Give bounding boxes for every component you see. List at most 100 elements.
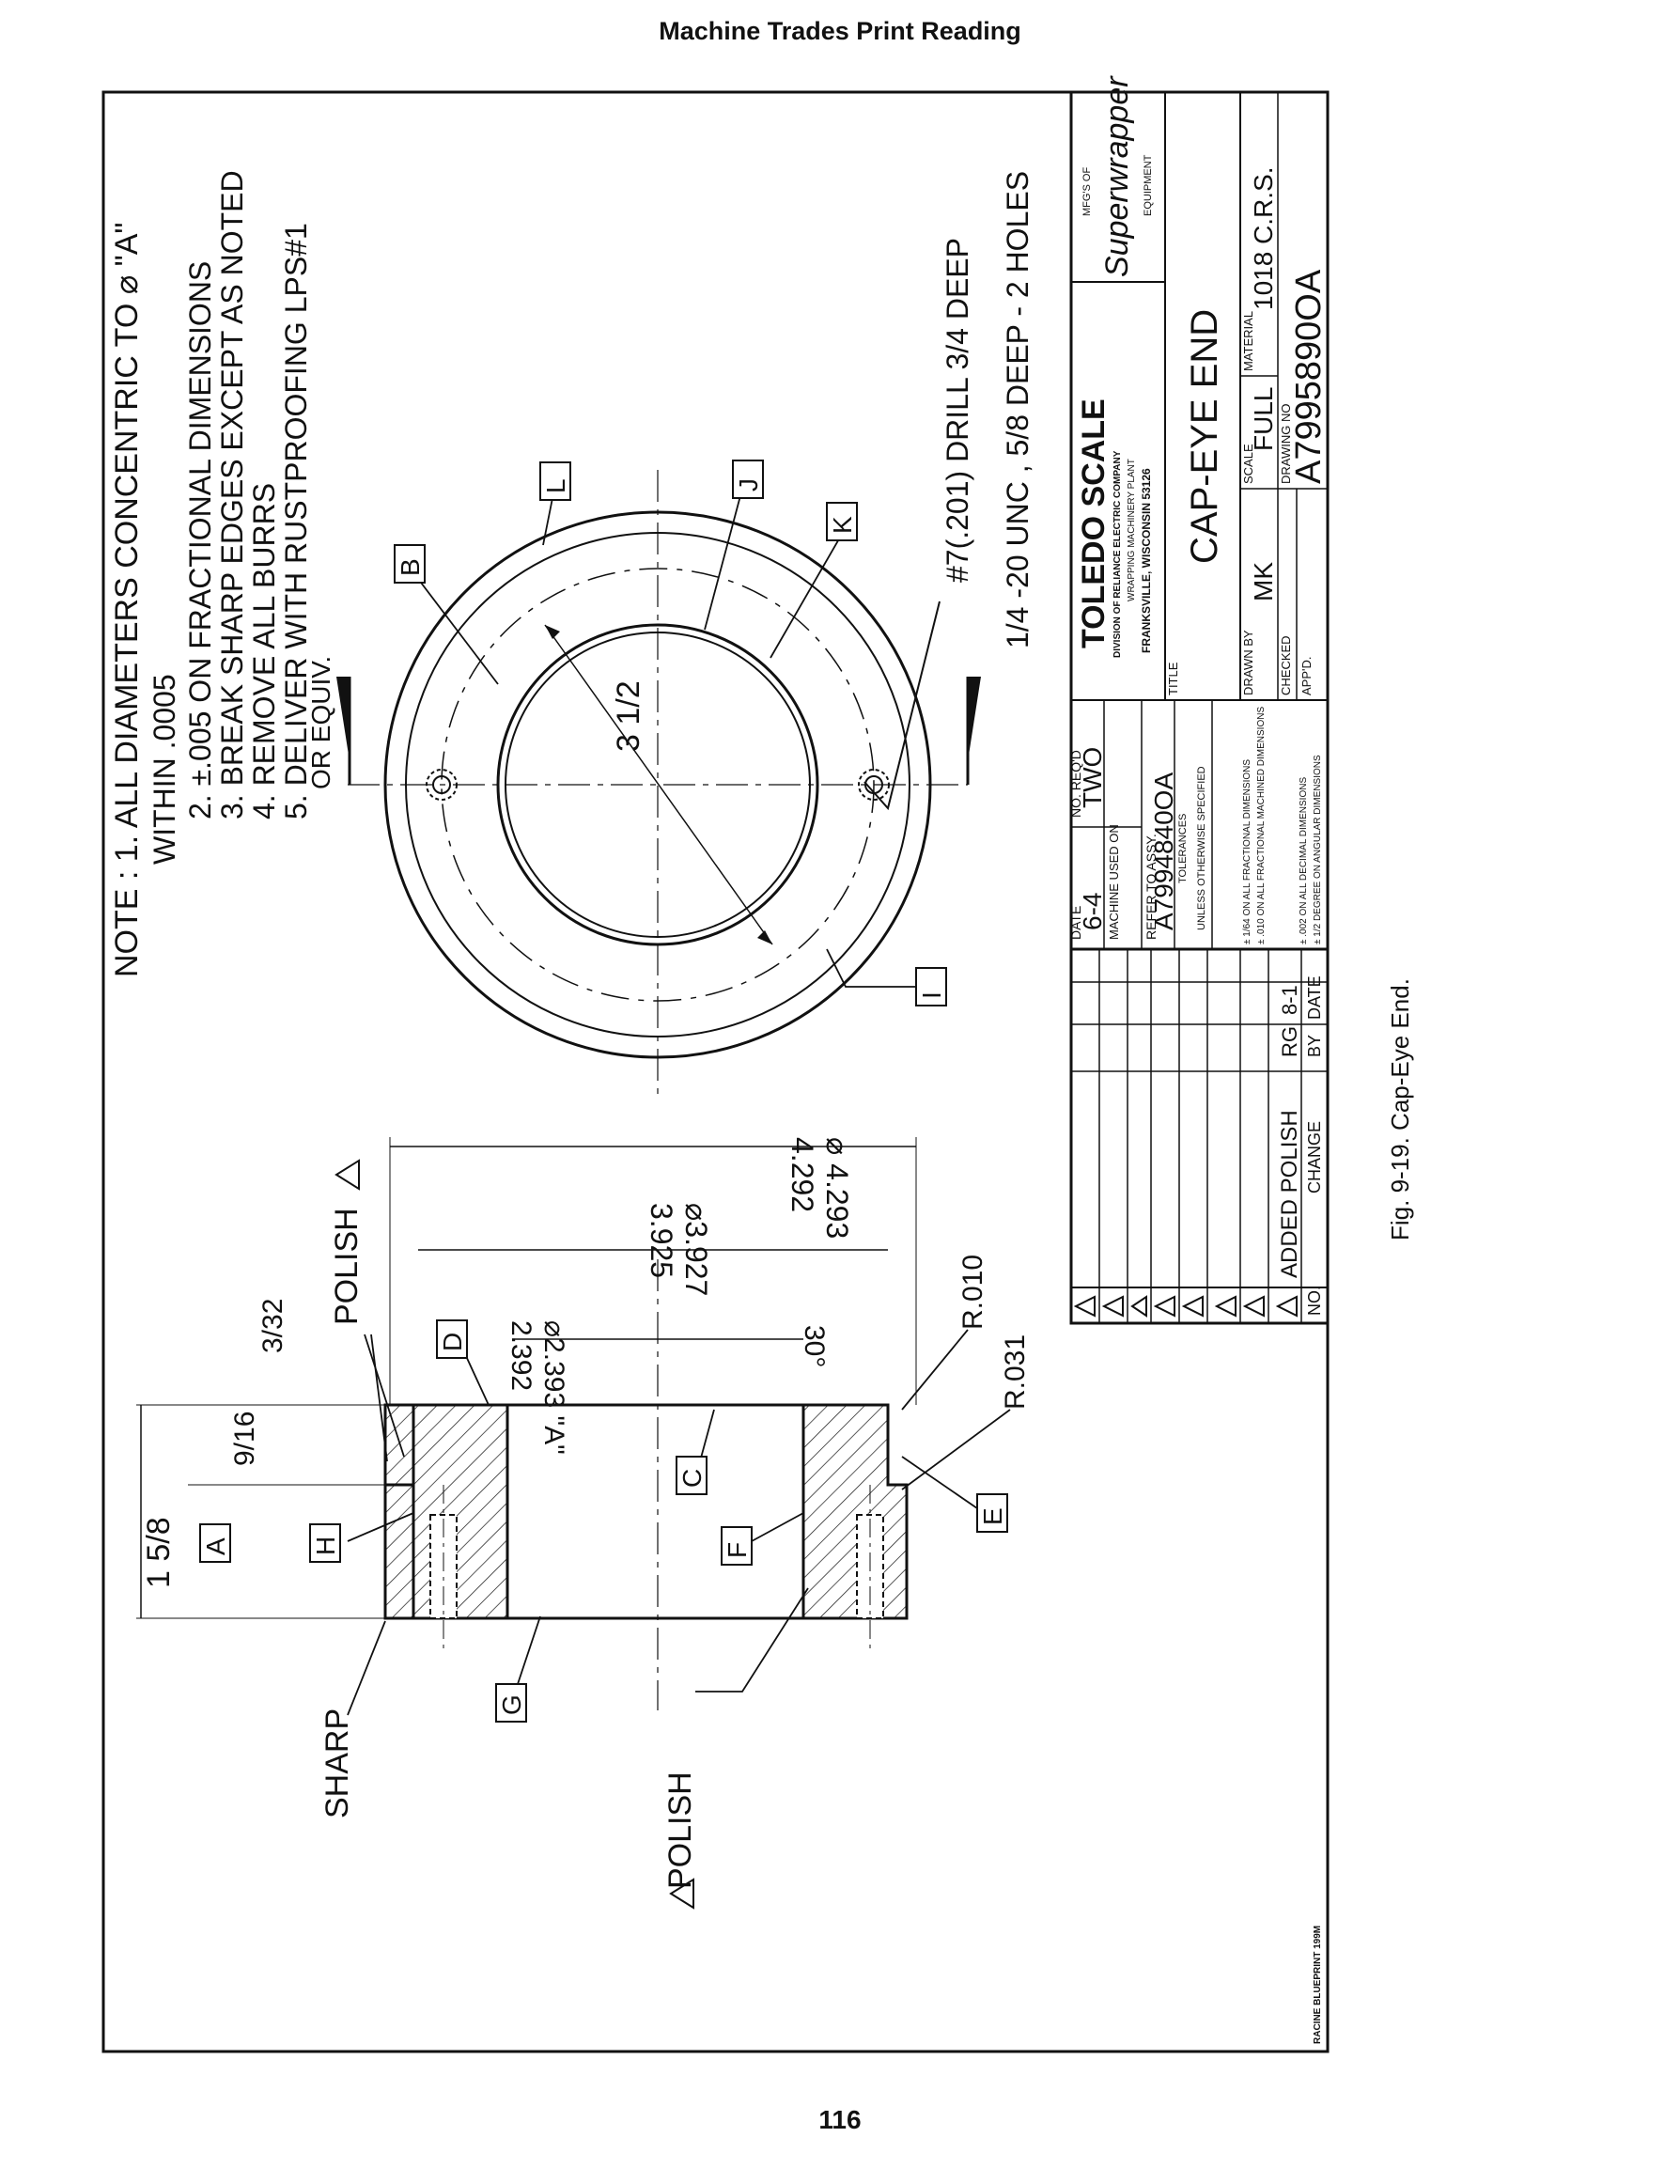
dim-r031: R.031 <box>1000 1334 1031 1410</box>
note-1: NOTE : 1. ALL DIAMETERS CONCENTRIC TO ⌀ … <box>109 223 145 977</box>
leader-C <box>699 1409 715 1462</box>
label-I: I <box>915 967 947 1006</box>
polish-triangle-top <box>334 1159 360 1191</box>
label-H: H <box>309 1523 341 1563</box>
dim-9-16: 9/16 <box>229 1412 260 1466</box>
label-G: G <box>495 1683 527 1723</box>
label-F: F <box>721 1526 753 1566</box>
material-label: MATERIAL <box>1241 311 1255 371</box>
plant: WRAPPING MACHINERY PLANT <box>1127 459 1137 601</box>
dim-dia-3927: ⌀3.927 <box>679 1203 713 1296</box>
mfg: MFG'S OF <box>1081 167 1093 216</box>
page-header: Machine Trades Print Reading <box>659 17 1021 45</box>
note-5b: OR EQUIV. <box>306 656 335 789</box>
leader-J <box>704 488 743 631</box>
tol-title: TOLERANCES <box>1177 814 1189 883</box>
drawn-value: MK <box>1249 562 1278 601</box>
dim-dia-2393: ⌀2.393 "A" <box>538 1320 569 1455</box>
dim-2392: 2.392 <box>506 1320 537 1391</box>
polish-label-bottom: POLISH <box>662 1771 698 1889</box>
section-arrow-left <box>336 677 350 761</box>
svg-text:J: J <box>734 478 763 491</box>
section-arrow-right <box>968 677 981 761</box>
tol-1: ± 1/64 ON ALL FRACTIONAL DIMENSIONS <box>1242 759 1252 944</box>
title-block: ADDED POLISH RG 8-1 NO. CHANGE BY DATE D… <box>1068 75 1330 1325</box>
col-date: DATE <box>1305 975 1324 1020</box>
tol-4: ± 1/2 DEGREE ON ANGULAR DIMENSIONS <box>1313 755 1323 944</box>
drawing-title: CAP-EYE END <box>1184 309 1225 564</box>
tapped-hole-left <box>426 769 458 801</box>
label-L: L <box>539 461 571 501</box>
tol-2: ± .010 ON ALL FRACTIONAL MACHINED DIMENS… <box>1256 707 1267 944</box>
sharp-label: SHARP <box>319 1708 355 1818</box>
label-E: E <box>976 1493 1008 1533</box>
svg-text:K: K <box>828 516 857 534</box>
dim-1-5-8: 1 5/8 <box>141 1517 177 1588</box>
notes-block: NOTE : 1. ALL DIAMETERS CONCENTRIC TO ⌀ … <box>109 170 335 977</box>
leader-B <box>414 574 499 685</box>
svg-text:G: G <box>497 1694 526 1715</box>
hole-leader <box>863 601 941 811</box>
dim-r010: R.010 <box>957 1255 988 1330</box>
hole-callout-line2: 1/4 -20 UNC , 5/8 DEEP - 2 HOLES <box>1001 171 1034 648</box>
scale-value: FULL <box>1249 387 1278 451</box>
note-2: 2. ±.005 ON FRACTIONAL DIMENSIONS <box>183 261 217 819</box>
svg-text:L: L <box>541 478 570 493</box>
dim-4292: 4.292 <box>786 1137 819 1212</box>
svg-text:D: D <box>438 1333 467 1351</box>
figure-caption: Fig. 9-19. Cap-Eye End. <box>1386 978 1414 1240</box>
svg-text:F: F <box>723 1542 752 1558</box>
note-1b: WITHIN .0005 <box>148 674 181 865</box>
note-3: 3. BREAK SHARP EDGES EXCEPT AS NOTED <box>215 170 249 819</box>
label-D: D <box>436 1319 468 1359</box>
scale-label: SCALE <box>1241 444 1255 484</box>
note-5: 5. DELIVER WITH RUSTPROOFING LPS#1 <box>279 223 313 819</box>
change-row-text: ADDED POLISH <box>1277 1110 1302 1278</box>
leader-F <box>751 1512 804 1542</box>
col-by: BY <box>1305 1035 1324 1057</box>
svg-text:E: E <box>978 1507 1007 1525</box>
svg-text:A: A <box>201 1537 230 1555</box>
drawn-label: DRAWN BY <box>1241 630 1255 695</box>
hole-callout: #7(.201) DRILL 3/4 DEEP 1/4 -20 UNC , 5/… <box>941 171 1034 648</box>
refer-value: A7994840OA <box>1149 772 1178 930</box>
svg-text:I: I <box>917 991 946 999</box>
section-view: 1 5/8 9/16 3/32 ⌀ 4.293 4.292 ⌀3.927 3.9… <box>136 1137 1031 1910</box>
date-value: 6-4 <box>1078 893 1107 930</box>
leader-K <box>770 535 842 659</box>
label-C: C <box>676 1456 708 1495</box>
dwg-label: DRAWING NO <box>1279 404 1293 484</box>
polish-label-top: POLISH <box>329 1208 365 1325</box>
col-no: NO. <box>1305 1286 1324 1316</box>
dim-3925: 3.925 <box>645 1203 678 1278</box>
note-4: 4. REMOVE ALL BURRS <box>247 483 281 819</box>
refer-label: REFER TO ASSY. <box>1143 834 1159 940</box>
leader-G <box>516 1615 541 1688</box>
tol-3: ± .002 ON ALL DECIMAL DIMENSIONS <box>1299 777 1309 944</box>
machine-label: MACHINE USED ON <box>1107 824 1121 940</box>
section-wall-right <box>801 1403 909 1620</box>
dim-3-1-2: 3 1/2 <box>611 680 646 752</box>
tol-unless: UNLESS OTHERWISE SPECIFIED <box>1196 766 1207 930</box>
end-view: 3 1/2 <box>336 470 981 1095</box>
leader-H <box>347 1512 414 1542</box>
label-A: A <box>199 1523 231 1563</box>
company-name: TOLEDO SCALE <box>1076 398 1112 648</box>
svg-text:B: B <box>396 558 425 576</box>
material-value: 1018 C.R.S. <box>1249 166 1278 310</box>
no-reqd-value: TWO <box>1078 747 1107 808</box>
change-by: RG <box>1278 1026 1301 1057</box>
leader-I <box>826 948 916 988</box>
svg-text:H: H <box>311 1537 340 1555</box>
no-reqd-label: NO. REQ'D <box>1068 750 1083 818</box>
col-change: CHANGE <box>1305 1121 1324 1193</box>
hole-callout-line1: #7(.201) DRILL 3/4 DEEP <box>941 238 974 583</box>
polish-triangle-bottom <box>669 1878 694 1910</box>
dim-3-32: 3/32 <box>257 1299 288 1353</box>
dim-dia-4293: ⌀ 4.293 <box>820 1137 854 1239</box>
equipment: EQUIPMENT <box>1143 154 1154 216</box>
svg-text:C: C <box>677 1469 707 1488</box>
leader-E <box>901 1456 978 1509</box>
appd-label: APP'D. <box>1299 657 1314 696</box>
